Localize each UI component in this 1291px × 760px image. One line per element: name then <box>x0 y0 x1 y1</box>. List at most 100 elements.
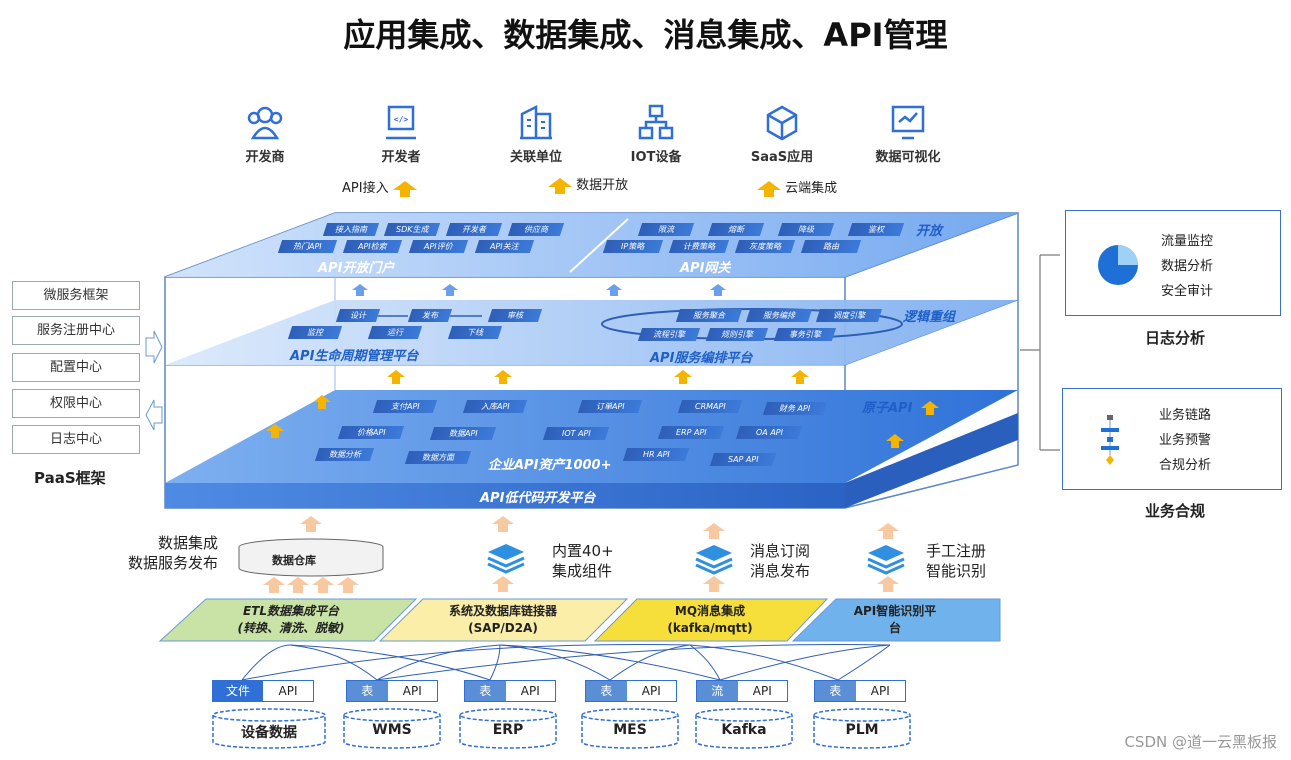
tag: 熔断 <box>707 223 765 236</box>
logic-corner-label: 逻辑重组 <box>903 310 956 325</box>
component-line: 智能识别 <box>926 562 987 580</box>
pie-chart-icon <box>1098 245 1138 285</box>
tag: 下线 <box>447 326 503 339</box>
data-warehouse-label: 数据仓库 <box>272 554 316 567</box>
source-api: API <box>737 681 787 701</box>
tag: 供应商 <box>507 223 565 236</box>
tag: 接入指南 <box>322 223 380 236</box>
consumer-saas: SaaS应用 <box>722 104 842 165</box>
consumer-label: 数据可视化 <box>875 150 941 165</box>
compliance-item: 业务链路 <box>1159 408 1212 423</box>
platform-line: 台 <box>888 621 901 635</box>
source-type: 文件 <box>213 681 263 701</box>
tag: 数据方面 <box>404 451 472 464</box>
source-device-data: 文件 API <box>212 680 314 702</box>
tag: 流程引擎 <box>637 328 701 341</box>
component-line: 数据集成 <box>157 534 218 552</box>
flow-label: 云端集成 <box>785 181 838 196</box>
platform-line: MQ消息集成 <box>674 604 746 618</box>
log-items: 流量监控 数据分析 安全审计 <box>1161 229 1213 304</box>
tag: ERP API <box>657 426 725 439</box>
tag: HR API <box>622 448 690 461</box>
tag: 入库API <box>462 400 528 413</box>
compliance-item: 合规分析 <box>1159 458 1212 473</box>
tag: 财务 API <box>762 402 828 415</box>
consumer-affiliate: 关联单位 <box>476 104 596 165</box>
tag: API评价 <box>408 240 469 253</box>
consumer-developer-company: 开发商 <box>205 104 325 165</box>
source-name: WMS <box>372 722 412 738</box>
platform-line: (SAP/D2A) <box>468 621 538 635</box>
tag: 降级 <box>777 223 835 236</box>
tag: 灰度策略 <box>734 240 796 253</box>
page-title: 应用集成、数据集成、消息集成、API管理 <box>343 16 948 54</box>
code-monitor-icon: </> <box>386 105 416 140</box>
tag: 数据API <box>429 427 497 440</box>
component-line: 内置40+ <box>552 542 614 560</box>
tag: 规则引擎 <box>705 328 769 341</box>
tag: 支付API <box>372 400 438 413</box>
layers-icon <box>867 545 905 575</box>
tag: 服务聚合 <box>675 309 743 322</box>
platform-line: ETL数据集成平台 <box>242 604 340 618</box>
consumer-developer: </> 开发者 <box>341 104 461 165</box>
building-icon <box>520 104 552 140</box>
flow-icon <box>1101 415 1119 465</box>
source-api: API <box>855 681 905 701</box>
svg-text:</>: </> <box>394 115 409 124</box>
tag: 开发者 <box>445 223 503 236</box>
tag: 订单API <box>577 400 643 413</box>
tag: IP策略 <box>602 240 664 253</box>
open-corner-label: 开放 <box>916 224 943 239</box>
consumer-iot: IOT设备 <box>596 104 716 165</box>
tag: 数据分析 <box>314 448 375 461</box>
source-name: MES <box>613 722 647 738</box>
tag: 服务编排 <box>745 309 813 322</box>
consumer-label: 开发者 <box>381 150 421 165</box>
component-built-in: 内置40+ 集成组件 <box>552 541 614 581</box>
component-line: 手工注册 <box>926 542 987 560</box>
tag: 设计 <box>335 309 381 322</box>
flow-label: API接入 <box>342 181 389 196</box>
layers-icon <box>487 544 525 574</box>
tag: 监控 <box>287 326 343 339</box>
watermark: CSDN @道一云黑板报 <box>1124 733 1277 751</box>
platform-mq: MQ消息集成 (kafka/mqtt) <box>620 603 800 637</box>
api-gateway-label: API网关 <box>680 261 731 276</box>
source-api: API <box>387 681 437 701</box>
tag: CRMAPI <box>677 400 743 413</box>
tag: API关注 <box>474 240 535 253</box>
component-line: 数据服务发布 <box>127 554 218 572</box>
platform-line: 系统及数据库链接器 <box>448 604 557 618</box>
source-name: Kafka <box>721 722 767 738</box>
paas-item: 配置中心 <box>12 353 140 382</box>
source-erp: 表 API <box>464 680 556 702</box>
paas-item: 日志中心 <box>12 425 140 454</box>
tag: 路由 <box>800 240 862 253</box>
tag: 热门API <box>277 240 338 253</box>
consumer-visualization: 数据可视化 <box>848 104 968 165</box>
source-type: 流 <box>697 681 738 701</box>
tag: 鉴权 <box>847 223 905 236</box>
component-line: 集成组件 <box>552 562 613 580</box>
source-type: 表 <box>815 681 856 701</box>
consumer-label: SaaS应用 <box>750 150 814 165</box>
source-kafka: 流 API <box>696 680 788 702</box>
platform-etl: ETL数据集成平台 (转换、清洗、脱敏) <box>196 603 386 637</box>
source-api: API <box>505 681 555 701</box>
component-data-integration: 数据集成 数据服务发布 <box>118 533 218 573</box>
source-name: PLM <box>845 722 879 738</box>
flow-label: 数据开放 <box>576 178 629 193</box>
tag: 审核 <box>487 309 543 322</box>
people-icon <box>247 106 283 140</box>
arrow-up-icon <box>392 180 417 197</box>
log-item: 流量监控 <box>1161 234 1214 249</box>
chart-monitor-icon <box>891 105 925 140</box>
log-panel: 流量监控 数据分析 安全审计 <box>1065 210 1281 316</box>
tag: API检索 <box>342 240 403 253</box>
compliance-panel: 业务链路 业务预警 合规分析 <box>1062 388 1282 490</box>
source-cylinders <box>212 708 911 749</box>
tag: 限流 <box>637 223 695 236</box>
api-portal-label: API开放门户 <box>318 261 395 276</box>
